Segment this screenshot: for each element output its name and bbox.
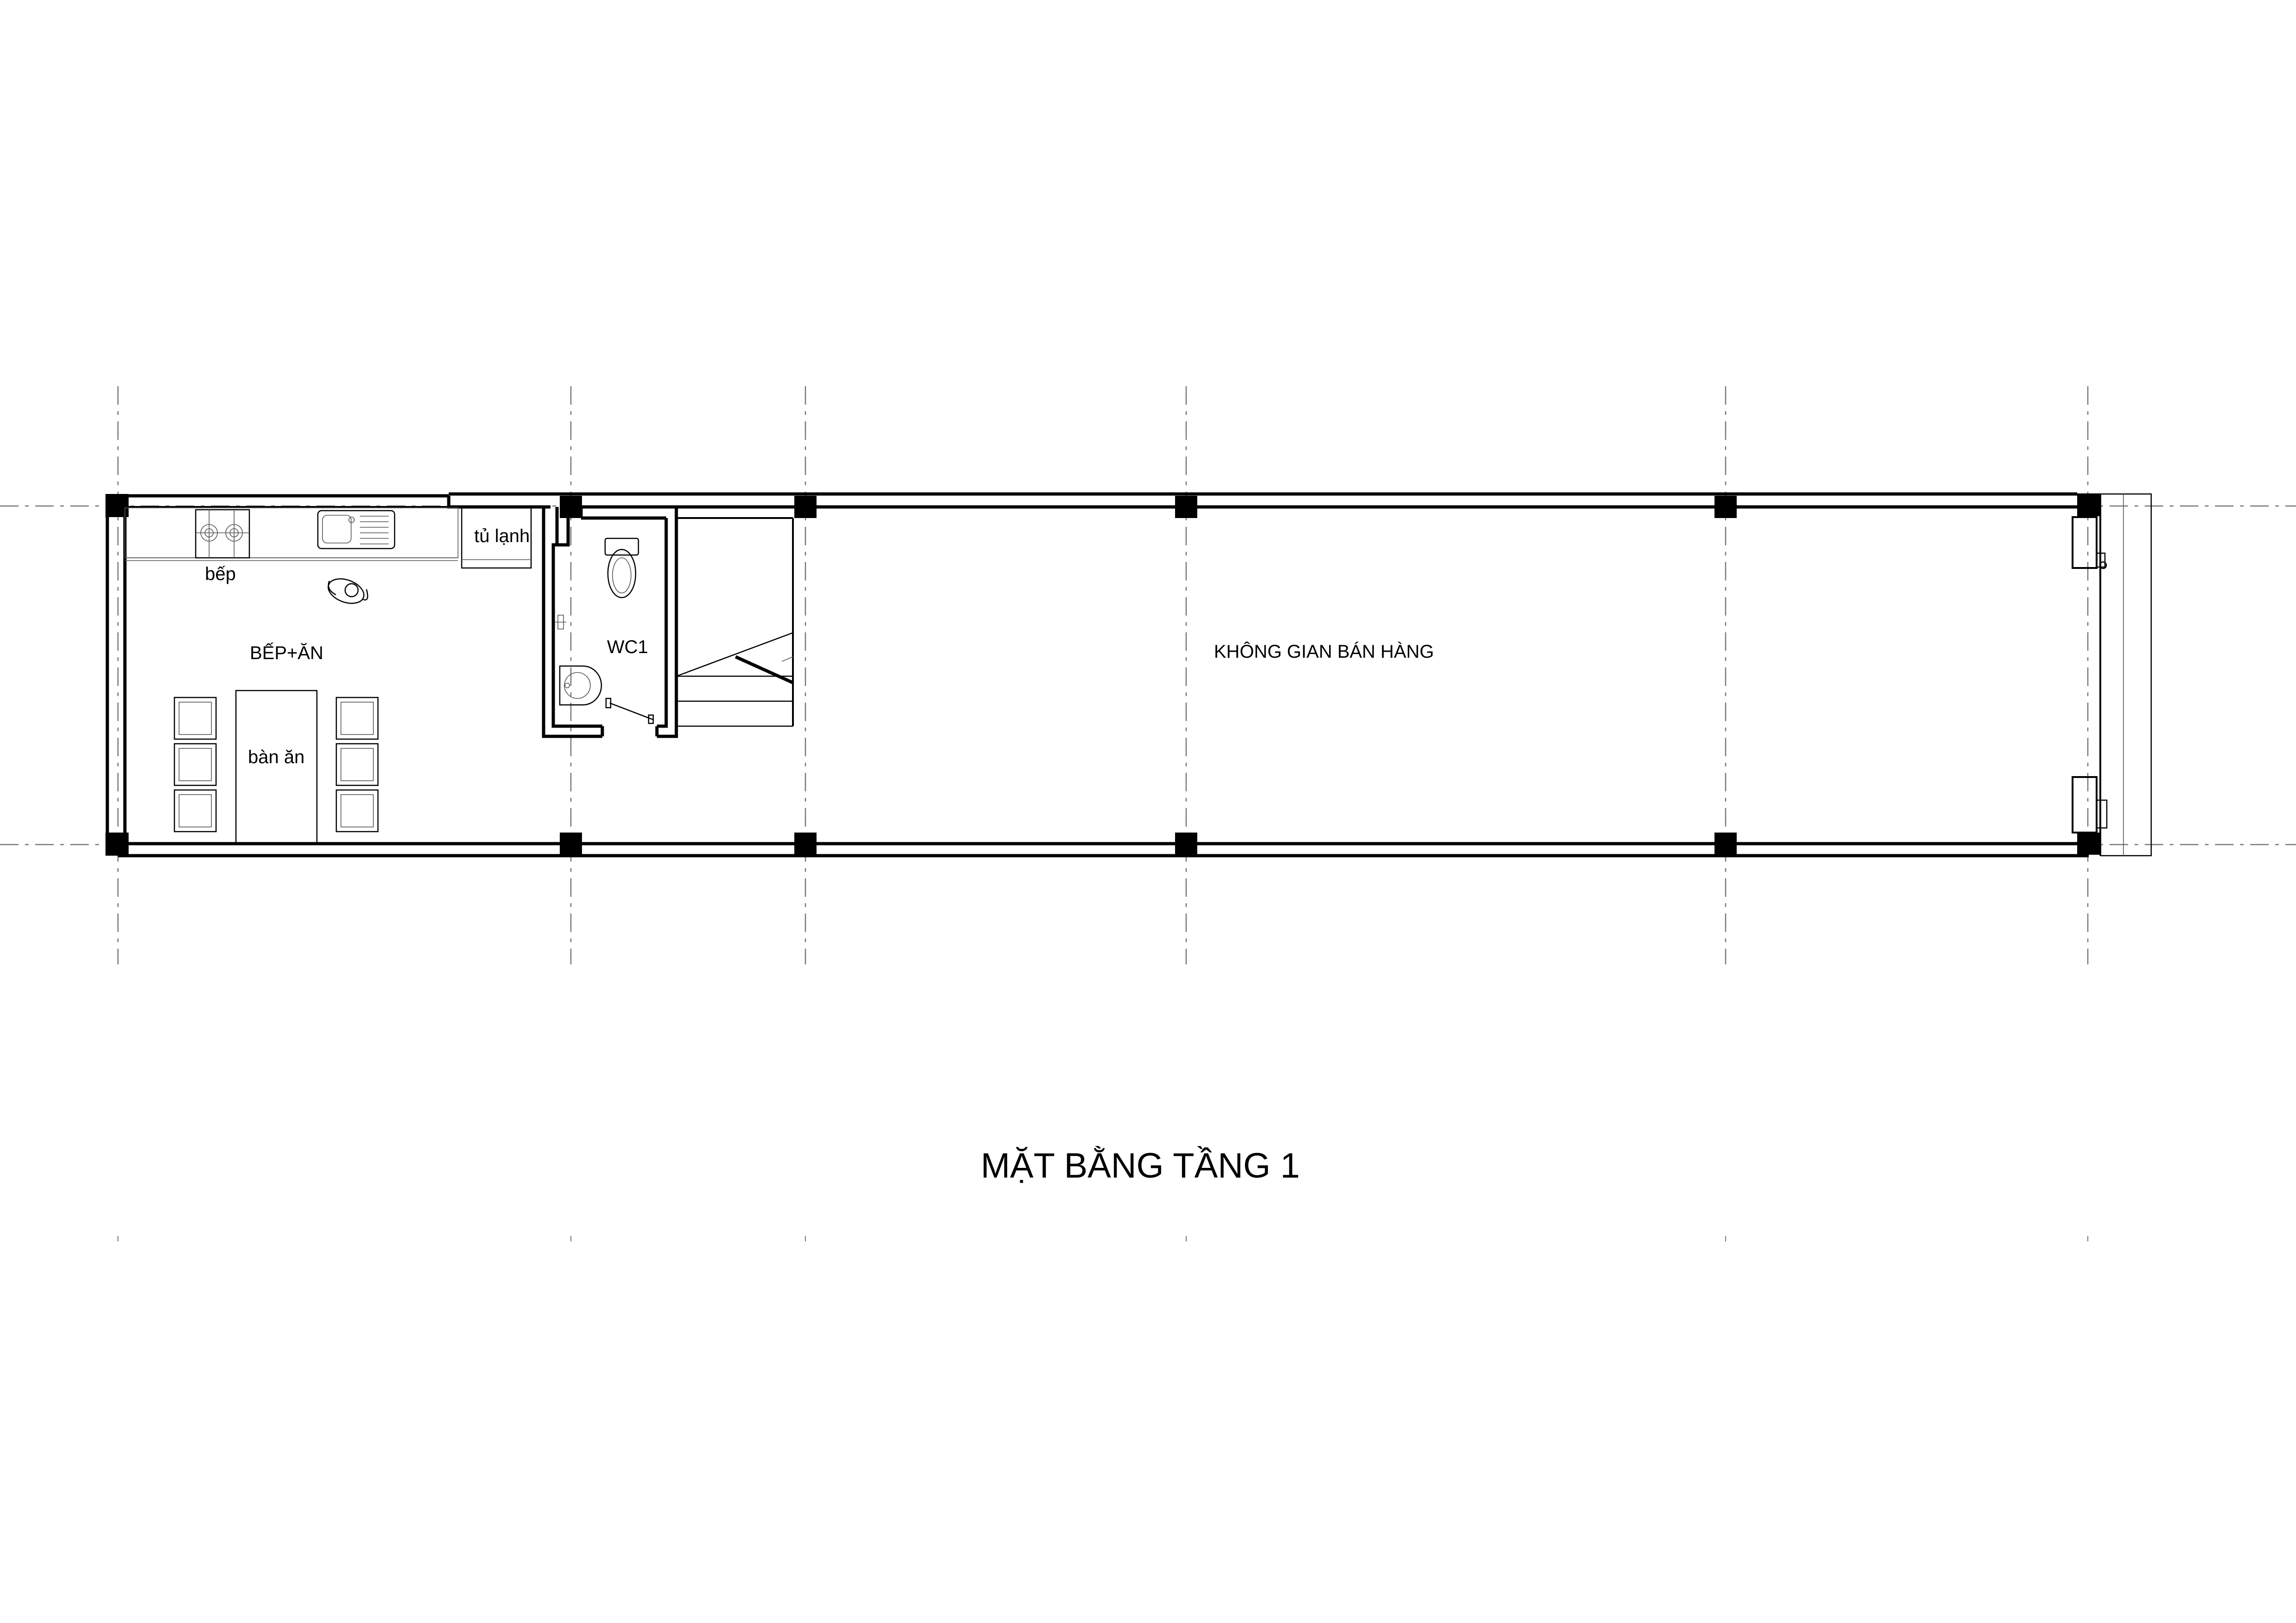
stove-icon (195, 509, 250, 559)
label-wc: WC1 (607, 637, 648, 657)
person-icon (328, 578, 368, 604)
grid-axes (0, 386, 2296, 1241)
basin-icon (559, 665, 602, 706)
kitchen-counter (124, 507, 532, 604)
dining-set (173, 690, 379, 844)
toilet-icon (604, 537, 639, 599)
label-kitchen-dining: BẾP+ĂN (250, 642, 323, 663)
label-dining-table: bàn ăn (248, 747, 304, 767)
wc-door-icon (605, 697, 654, 724)
entrance-details (2072, 516, 2108, 833)
label-stove: bếp (205, 564, 236, 584)
exterior-walls (105, 492, 2152, 858)
label-fridge: tủ lạnh (474, 526, 530, 546)
room-labels: bếp tủ lạnh BẾP+ĂN bàn ăn WC1 KHÔNG GIAN… (205, 526, 1434, 767)
label-shop-space: KHÔNG GIAN BÁN HÀNG (1214, 641, 1434, 662)
staircase (676, 517, 794, 727)
fridge-icon (461, 507, 532, 569)
columns (105, 494, 2099, 856)
sink-icon (317, 510, 396, 549)
drawing-title: MẶT BẰNG TẦNG 1 (981, 1146, 1300, 1185)
wc-room (542, 507, 678, 738)
